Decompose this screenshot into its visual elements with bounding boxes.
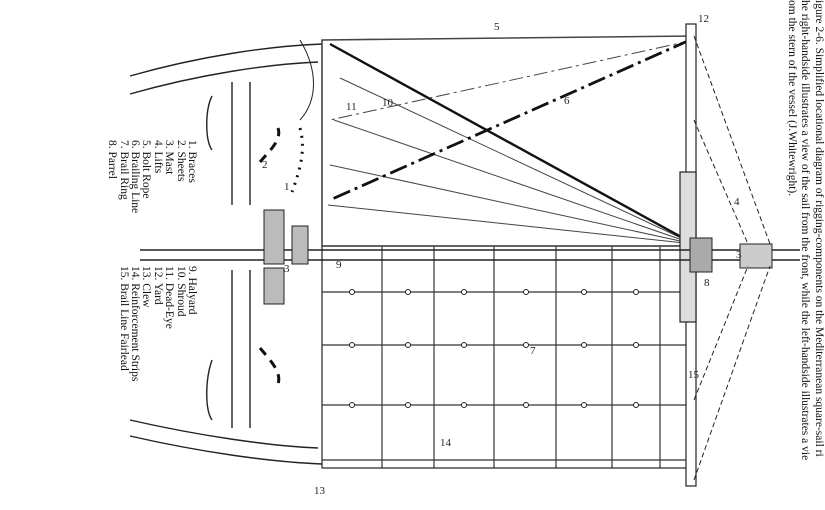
legend-item: 10. Shroud [174, 266, 187, 317]
callout-12: 12 [698, 13, 709, 25]
hull-outline [129, 39, 323, 465]
legend-item: 11. Dead-Eye [163, 266, 176, 329]
sheet-lines [258, 127, 304, 385]
callout-1: 1 [284, 181, 290, 193]
callout-9: 9 [336, 259, 342, 271]
legend-item: 1. Braces [186, 140, 198, 183]
legend-item: 6. Brailing Line [128, 140, 141, 214]
legend-item: 3. Mast [163, 140, 176, 175]
figure-caption: igure 2-6. Simplified locational diagram… [763, 0, 825, 510]
caption-line-2: he right-handside illustrates a view of … [799, 0, 812, 461]
legend-left: 1. Braces 2. Sheets 3. Mast 4. Lifts 5. … [106, 140, 198, 214]
callout-labels: 1 2 3 3 4 5 6 7 8 9 10 11 12 13 14 15 [262, 13, 742, 497]
lift-lines [693, 35, 771, 481]
legend-item: 7. Brail Ring [117, 140, 130, 200]
callout-15: 15 [688, 369, 700, 381]
callout-5: 5 [494, 21, 500, 33]
brail-rings [349, 289, 639, 408]
legend-item: 9. Halyard [186, 266, 198, 315]
legend-item: 4. Lifts [151, 140, 164, 174]
callout-14: 14 [440, 437, 452, 449]
legend-item: 14. Reinforcement Strips [128, 266, 141, 382]
callout-4: 4 [734, 196, 740, 208]
mast [140, 209, 800, 305]
legend-right: 9. Halyard 10. Shroud 11. Dead-Eye 12. Y… [117, 266, 198, 382]
callout-8: 8 [704, 277, 710, 289]
legend-item: 12. Yard [151, 266, 164, 305]
shroud-line [329, 38, 695, 246]
callout-3: 3 [284, 263, 290, 275]
legend-item: 5. Bolt Rope [140, 140, 153, 199]
callout-13: 13 [314, 485, 326, 497]
legend-item: 8. Parrel [106, 140, 119, 179]
caption-line-3: om the stern of the vessel (J.Whitewrigh… [786, 0, 798, 197]
callout-6: 6 [564, 95, 570, 107]
legend-item: 15. Brail Line Fairlead [117, 266, 130, 371]
callout-11: 11 [346, 101, 357, 113]
sail-front [321, 245, 695, 469]
callout-10: 10 [382, 97, 394, 109]
legend-item: 2. Sheets [174, 140, 187, 182]
caption-line-1: igure 2-6. Simplified locational diagram… [813, 0, 825, 457]
callout-3b: 3 [736, 249, 742, 261]
callout-7: 7 [530, 345, 536, 357]
callout-2: 2 [262, 159, 268, 171]
legend-item: 13. Clew [140, 266, 153, 308]
